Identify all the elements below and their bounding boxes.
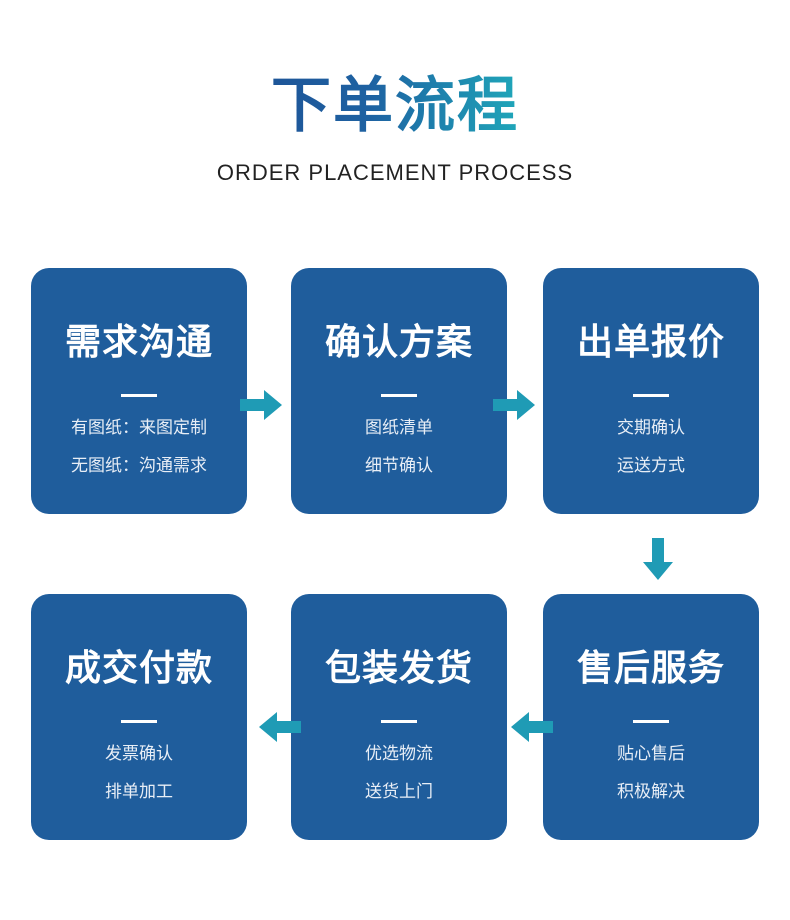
- step-card-quotation: 出单报价 交期确认 运送方式: [543, 268, 759, 514]
- page-title: 下单流程: [271, 66, 519, 146]
- step-detail: 贴心售后: [617, 744, 685, 764]
- step-detail: 送货上门: [365, 782, 433, 802]
- arrow-right-icon: [493, 390, 535, 420]
- step-detail: 图纸清单: [365, 418, 433, 438]
- step-divider: [121, 394, 157, 397]
- step-card-shipping: 包装发货 优选物流 送货上门: [291, 594, 507, 840]
- step-title: 包装发货: [324, 648, 473, 689]
- step-title: 成交付款: [64, 648, 213, 689]
- step-card-payment: 成交付款 发票确认 排单加工: [31, 594, 247, 840]
- step-title: 需求沟通: [64, 322, 213, 363]
- step-divider: [381, 394, 417, 397]
- step-title: 出单报价: [576, 322, 725, 363]
- step-detail: 排单加工: [105, 782, 173, 802]
- step-detail: 积极解决: [617, 782, 685, 802]
- step-detail: 细节确认: [365, 456, 433, 476]
- arrow-down-icon: [643, 538, 673, 580]
- step-divider: [633, 720, 669, 723]
- step-divider: [633, 394, 669, 397]
- step-detail: 运送方式: [617, 456, 685, 476]
- step-card-after-sales: 售后服务 贴心售后 积极解决: [543, 594, 759, 840]
- page-title-wrap: 下单流程: [0, 66, 790, 146]
- step-card-confirm-plan: 确认方案 图纸清单 细节确认: [291, 268, 507, 514]
- step-divider: [381, 720, 417, 723]
- arrow-right-icon: [240, 390, 282, 420]
- step-detail: 无图纸：沟通需求: [71, 456, 207, 476]
- step-detail: 优选物流: [365, 744, 433, 764]
- step-divider: [121, 720, 157, 723]
- step-detail: 交期确认: [617, 418, 685, 438]
- arrow-left-icon: [259, 712, 301, 742]
- step-detail: 发票确认: [105, 744, 173, 764]
- step-card-requirements: 需求沟通 有图纸：来图定制 无图纸：沟通需求: [31, 268, 247, 514]
- page-subtitle: ORDER PLACEMENT PROCESS: [216, 160, 574, 185]
- step-title: 售后服务: [576, 648, 725, 689]
- step-detail: 有图纸：来图定制: [71, 418, 207, 438]
- step-title: 确认方案: [324, 322, 473, 363]
- arrow-left-icon: [511, 712, 553, 742]
